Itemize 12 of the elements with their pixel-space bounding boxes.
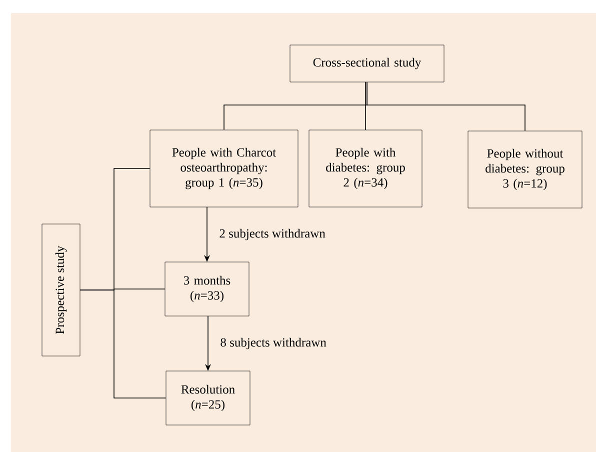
box: Prospective study [42,224,80,356]
box: Resolution (n=25) [166,370,250,426]
edge-label: 2 subjects withdrawn [220,228,326,240]
box: People with Charcot osteoarthropathy: group 1 (n=35) [150,130,298,208]
box: People without diabetes: group 3 (n=12) [468,130,582,208]
box: People with diabetes: group 2 (n=34) [308,130,422,208]
connector-line [365,82,366,130]
connector-line [80,290,166,398]
box: 3 months (n=33) [164,262,250,316]
box: Cross-sectional study [290,44,444,82]
edge-label: 8 subjects withdrawn [220,338,326,350]
connector-line [366,82,526,132]
